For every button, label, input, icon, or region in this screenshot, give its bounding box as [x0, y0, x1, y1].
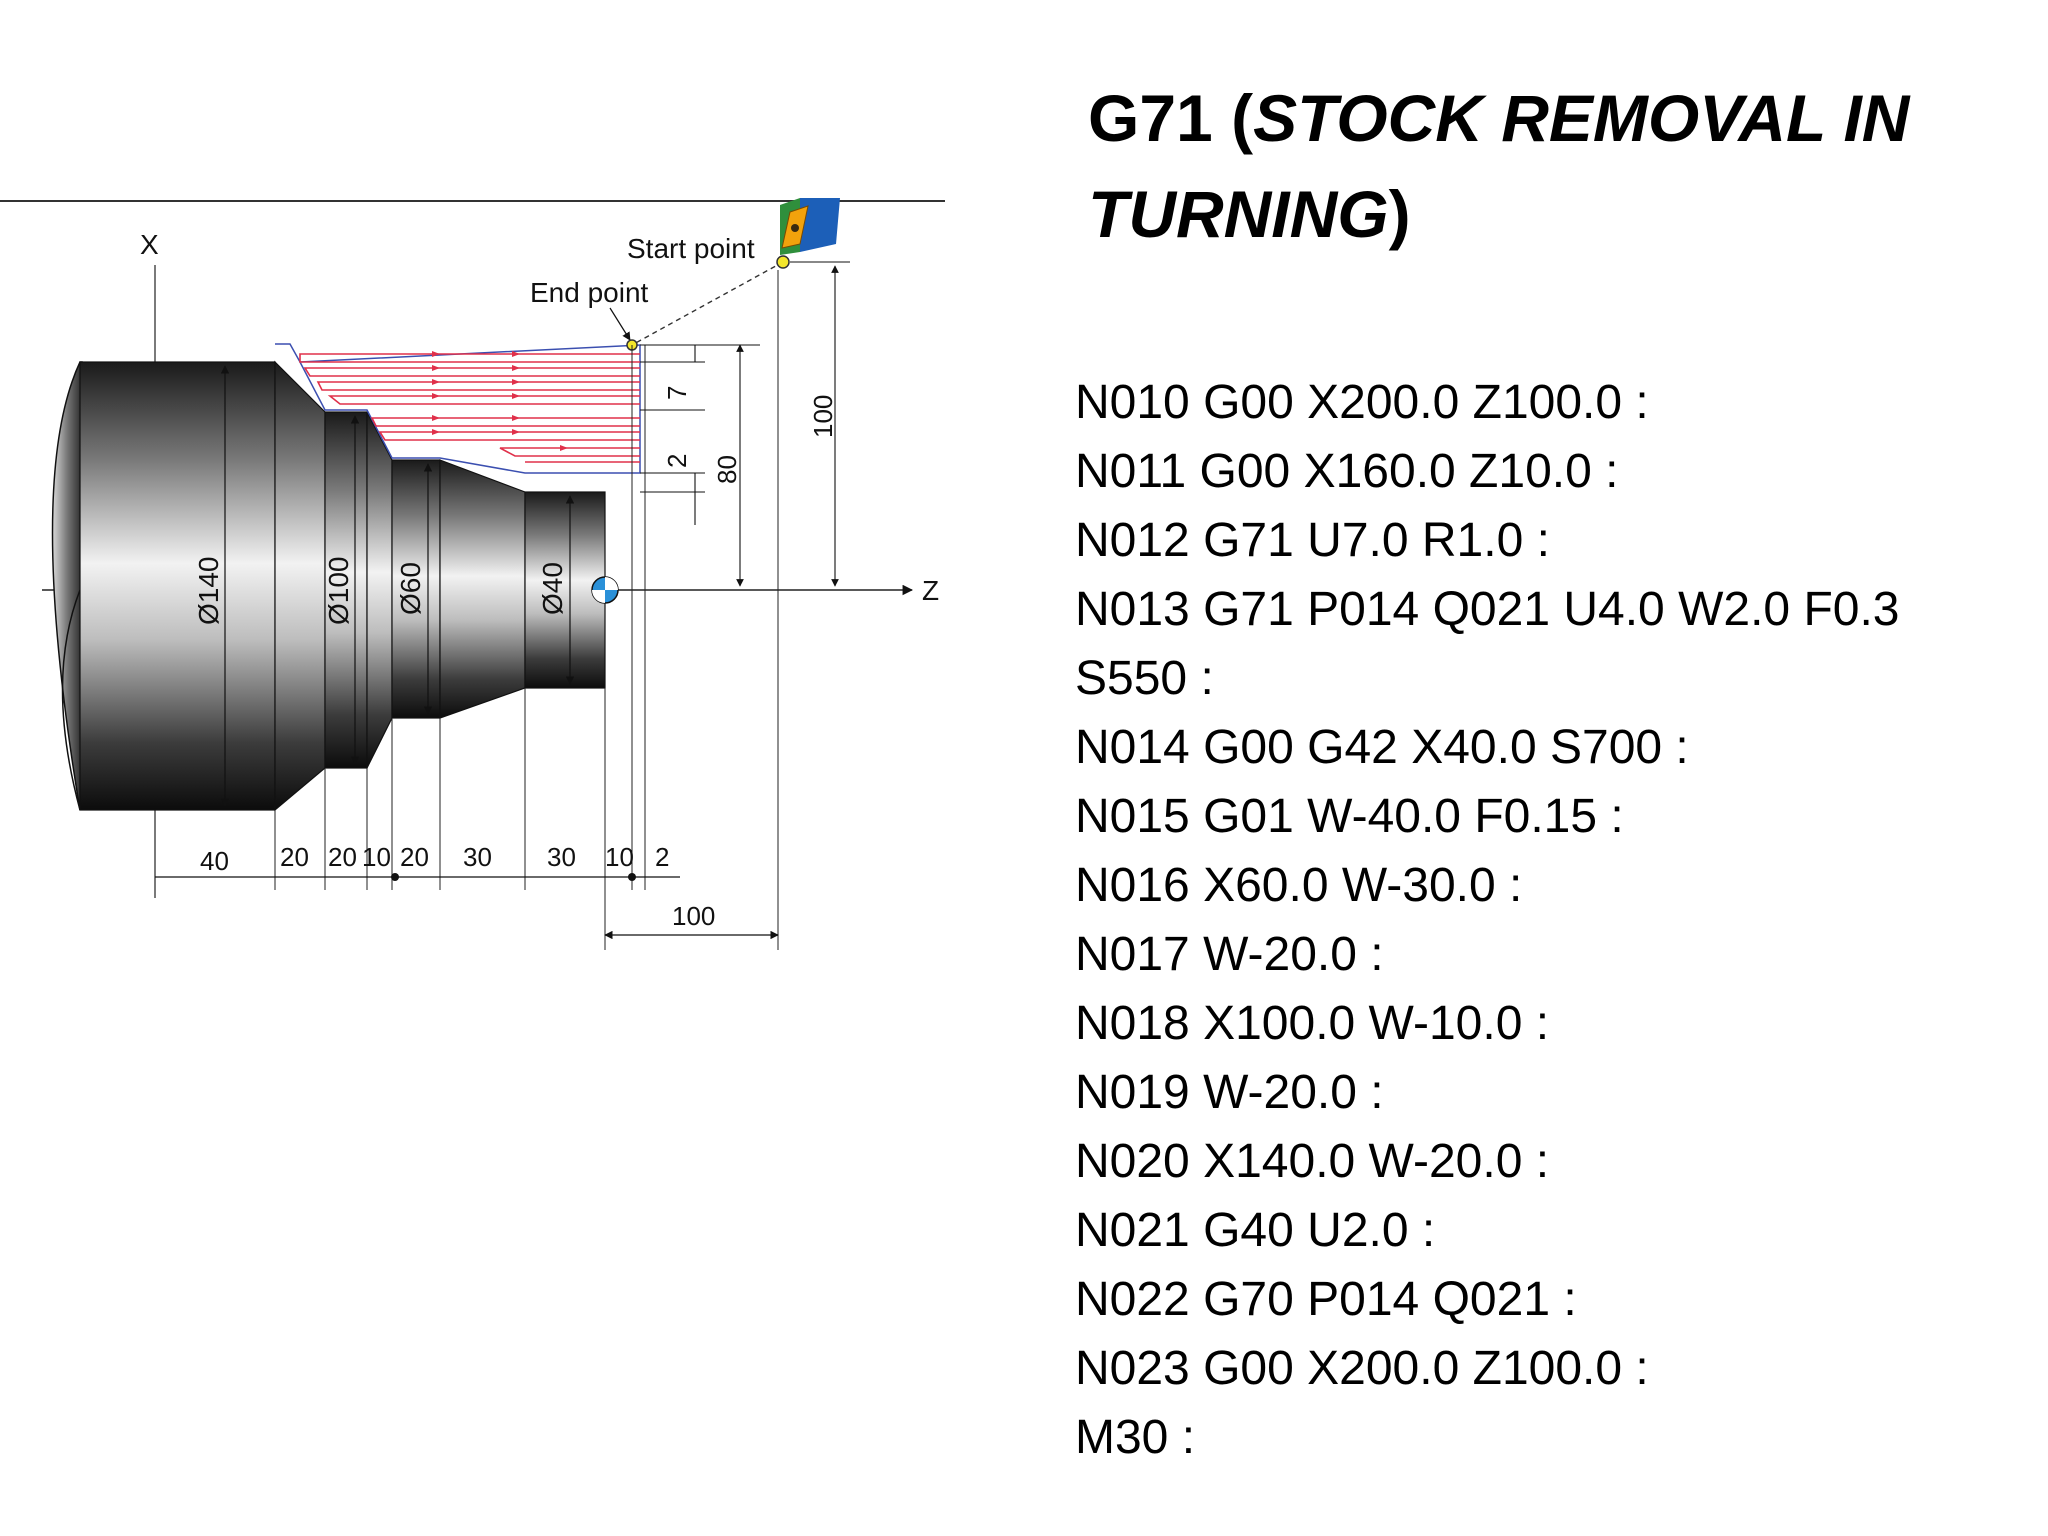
cutting-tool-icon [780, 198, 840, 255]
z-axis-label: Z [922, 575, 939, 606]
end-point-leader [609, 307, 631, 341]
program-line: N013 G71 P014 Q021 U4.0 W2.0 F0.3 [1075, 583, 1900, 636]
program-line: N022 G70 P014 Q021 : [1075, 1273, 1577, 1326]
dim-bottom-30b: 30 [547, 842, 576, 872]
dim-right-100: 100 [808, 395, 838, 438]
dim-bottom-20a: 20 [280, 842, 309, 872]
dim-bottom-40: 40 [200, 846, 229, 876]
bottom-dim-ticks [391, 873, 636, 881]
dim-right-2: 2 [662, 454, 692, 468]
dim-bottom-2: 2 [655, 842, 669, 872]
roughing-passes [299, 353, 640, 463]
dim-dia60: Ø60 [395, 562, 426, 615]
program-line: N020 X140.0 W-20.0 : [1075, 1135, 1550, 1188]
taper-60-40 [439, 459, 526, 719]
dim-bottom-30a: 30 [463, 842, 492, 872]
chuck-end [51, 361, 83, 811]
g71-turning-diagram: X Z [0, 198, 945, 950]
dim-right-7: 7 [662, 386, 692, 400]
dim-dia140: Ø140 [193, 557, 224, 626]
stock-outline [275, 343, 641, 474]
right-dims [640, 261, 850, 587]
diameter-dims [220, 365, 575, 807]
program-line: N019 W-20.0 : [1075, 1066, 1384, 1119]
program-line: N016 X60.0 W-30.0 : [1075, 859, 1523, 912]
origin-marker [591, 576, 619, 604]
program-line: N014 G00 G42 X40.0 S700 : [1075, 721, 1689, 774]
extension-lines [274, 270, 779, 950]
program-line: N018 X100.0 W-10.0 : [1075, 997, 1550, 1050]
dim-bottom-10b: 10 [605, 842, 634, 872]
program-line: N010 G00 X200.0 Z100.0 : [1075, 376, 1649, 429]
program-line: N023 G00 X200.0 Z100.0 : [1075, 1342, 1649, 1395]
dim-bottom-20c: 20 [400, 842, 429, 872]
program-line: N015 G01 W-40.0 F0.15 : [1075, 790, 1624, 843]
x-axis-label: X [140, 229, 159, 260]
start-point-label: Start point [627, 233, 755, 264]
title-suffix: ) [1388, 177, 1411, 251]
cnc-program: N010 G00 X200.0 Z100.0 : N011 G00 X160.0… [1075, 368, 2035, 1472]
section-dia140 [79, 361, 276, 811]
dim-dia40: Ø40 [537, 562, 568, 615]
program-line: N017 W-20.0 : [1075, 928, 1384, 981]
end-point-label: End point [530, 277, 649, 308]
dim-bottom-10a: 10 [362, 842, 391, 872]
program-line: S550 : [1075, 652, 1214, 705]
dim-bottom-100: 100 [672, 901, 715, 931]
title-prefix: G71 ( [1088, 81, 1254, 155]
slide-title: G71 (STOCK REMOVAL IN TURNING) [1088, 70, 2028, 262]
title-emphasis: STOCK REMOVAL IN TURNING [1088, 81, 1910, 251]
dim-bottom-20b: 20 [328, 842, 357, 872]
program-line: M30 : [1075, 1411, 1196, 1464]
pass-direction-arrows [432, 351, 568, 451]
chamfer-140-100 [274, 360, 326, 812]
section-dia100 [324, 411, 368, 769]
chamfer-100-60 [366, 411, 393, 769]
program-line: N021 G40 U2.0 : [1075, 1204, 1436, 1257]
program-line: N012 G71 U7.0 R1.0 : [1075, 514, 1550, 567]
program-line: N011 G00 X160.0 Z10.0 : [1075, 445, 1619, 498]
approach-path [631, 261, 784, 346]
start-point-marker [776, 255, 790, 269]
dim-right-80: 80 [712, 455, 742, 484]
dim-dia100: Ø100 [323, 557, 354, 626]
